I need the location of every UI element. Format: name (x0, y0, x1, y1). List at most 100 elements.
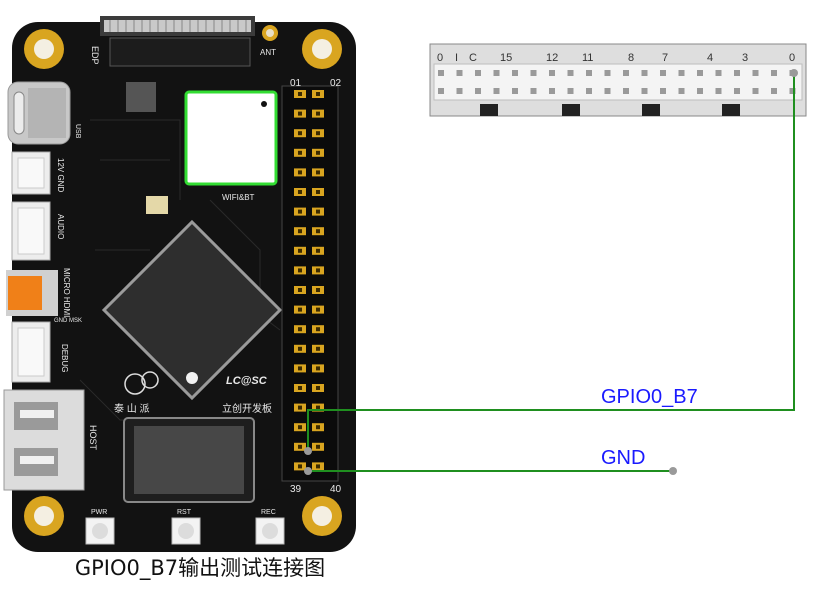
header-pin-hole (298, 111, 302, 116)
header-pin-hole (298, 444, 302, 449)
ant-label: ANT (260, 48, 276, 57)
gnd-12v-label: 12V GND (56, 158, 65, 192)
la-pin (567, 88, 574, 94)
header-pin-hole (298, 425, 302, 430)
la-pin (456, 70, 463, 76)
header-pin-39-label: 39 (290, 484, 302, 495)
la-pin (475, 88, 481, 94)
header-pin-hole (298, 92, 302, 96)
edp-connector (100, 16, 255, 67)
usb-c-icon (7, 81, 71, 145)
header-pin-hole (316, 288, 320, 292)
la-pin-label: 11 (582, 52, 593, 64)
la-pin (475, 70, 481, 76)
header-pin-hole (316, 248, 320, 253)
header-pin-hole (298, 268, 302, 273)
la-pin (771, 88, 777, 94)
rec-label: REC (261, 509, 276, 516)
header-pin-hole (316, 209, 320, 214)
debug-label: DEBUG (60, 344, 69, 372)
header-pin-hole (298, 386, 302, 390)
la-pin (734, 88, 740, 94)
la-ch0-endpoint (790, 69, 798, 77)
header-pin-hole (316, 92, 320, 96)
pwr-label: PWR (91, 509, 107, 516)
header-pin-hole (298, 229, 302, 234)
la-pin-label: I (455, 52, 458, 64)
micro-hdmi-label: MICRO HDMI (62, 268, 71, 317)
header-pin-02-label: 02 (330, 78, 342, 89)
la-pin-label: 15 (500, 52, 512, 64)
la-pin (438, 70, 444, 76)
header-pin-hole (298, 288, 302, 292)
la-pin (530, 70, 537, 76)
la-pin (660, 88, 666, 94)
header-pin-hole (316, 346, 320, 351)
usb-label: USB (74, 124, 81, 139)
header-pin-40-label: 40 (330, 484, 342, 495)
la-pin (512, 70, 518, 76)
header-pin-hole (316, 366, 320, 371)
edp-label: EDP (90, 46, 100, 65)
crystal (146, 196, 168, 214)
la-pin (771, 70, 777, 76)
header-pin-hole (298, 307, 302, 312)
taishanpai-logo (124, 371, 159, 395)
la-pin (604, 88, 611, 94)
header-pin-01-label: 01 (290, 78, 302, 89)
header-pin-hole (316, 307, 320, 312)
debug-connector (11, 321, 51, 383)
header-pin-hole (316, 131, 320, 136)
header-pin-hole (298, 405, 302, 410)
header-pin-hole (298, 190, 302, 194)
power-connector (11, 151, 51, 195)
chip-icon (101, 219, 283, 401)
la-pin (456, 88, 463, 94)
la-pin (789, 88, 796, 94)
la-pin-label: 8 (628, 52, 634, 64)
board: EDP ANT USB 12V GND AUDIO MICR (3, 16, 356, 552)
la-pin (641, 88, 648, 94)
la-pin-label: 12 (546, 52, 558, 64)
header-pin-hole (298, 327, 302, 332)
header-pin-hole (316, 190, 320, 194)
header-pin-hole (316, 464, 320, 469)
rst-button (171, 517, 201, 545)
la-pin (493, 88, 500, 94)
header-pin-hole (298, 248, 302, 253)
la-pin (697, 88, 703, 94)
logo-text: 泰 山 派 (114, 402, 150, 415)
brand-sub-label: 立创开发板 (222, 402, 272, 415)
gpio-wire-endpoint (304, 447, 312, 455)
la-pin (549, 70, 555, 76)
la-pin (512, 88, 518, 94)
audio-connector (11, 201, 51, 261)
la-pin-label: C (469, 52, 477, 64)
audio-label: AUDIO (56, 214, 65, 239)
brand-label: LC@SC (226, 375, 268, 387)
header-pin-hole (298, 150, 302, 155)
host-label: HOST (88, 425, 98, 451)
rst-label: RST (177, 509, 192, 516)
usb-a-icon (3, 389, 85, 491)
gnd-wire-endpoint (669, 467, 677, 475)
hdmi-icon (6, 270, 58, 316)
gpio-label: GPIO0_B7 (601, 386, 698, 408)
la-pin (715, 70, 722, 76)
gnd-msk-label: GND MSK (54, 318, 82, 324)
pwr-button (85, 517, 115, 545)
wifi-module (184, 90, 278, 186)
wifi-label: WIFI&BT (222, 193, 255, 202)
header-pin-hole (316, 425, 320, 430)
header-pin-hole (316, 327, 320, 332)
la-pin (715, 88, 722, 94)
la-pin (660, 70, 666, 76)
la-pin (567, 70, 574, 76)
rec-button (255, 517, 285, 545)
header-pin-hole (316, 268, 320, 273)
la-pin (678, 88, 685, 94)
header-pin-hole (316, 170, 320, 175)
header-pin-hole (316, 150, 320, 155)
header-pin-hole (316, 111, 320, 116)
